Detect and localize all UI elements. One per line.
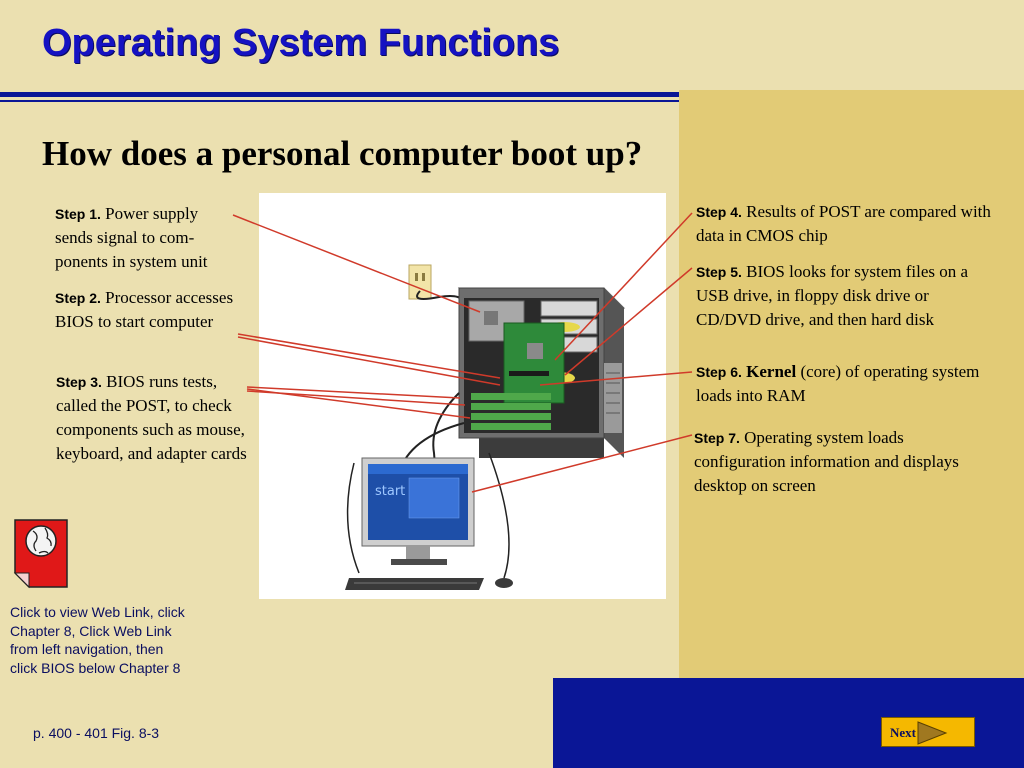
title-rule-thin: [0, 100, 679, 102]
page-reference: p. 400 - 401 Fig. 8-3: [33, 725, 160, 741]
right-accent-band: [679, 90, 1024, 678]
step-4-text: Step 4. Results of POST are compared wit…: [696, 202, 991, 245]
slide-title: Operating System Functions: [42, 22, 560, 64]
wall-outlet-icon: [408, 264, 432, 300]
keyboard-icon: [345, 578, 484, 590]
computer-illustration: start: [345, 264, 626, 590]
arrow-right-icon: [917, 721, 948, 745]
computer-figure: start: [259, 193, 666, 599]
weblink-button[interactable]: [13, 519, 69, 589]
mouse-icon: [495, 578, 513, 588]
next-button[interactable]: Next: [881, 717, 975, 747]
weblink-instructions: Click to view Web Link, click Chapter 8,…: [10, 604, 185, 676]
step-1-text: Step 1. Power supply sends signal to com…: [55, 204, 208, 271]
step-5-text: Step 5. BIOS looks for system files on a…: [696, 262, 969, 329]
slide-subtitle: How does a personal computer boot up?: [42, 134, 643, 173]
monitor-icon: start: [361, 457, 475, 565]
step-7-text: Step 7. Operating system loads configura…: [694, 428, 959, 495]
globe-page-icon[interactable]: [13, 519, 69, 589]
system-unit-icon: [457, 287, 626, 458]
title-rule-thick: [0, 92, 679, 97]
next-button-label: Next: [890, 725, 916, 740]
screen-start-text: start: [375, 484, 405, 499]
step-3-text: Step 3. BIOS runs tests, called the POST…: [56, 372, 247, 463]
step-6-text: Step 6. Kernel (core) of operating syste…: [696, 362, 980, 405]
step-2-text: Step 2. Processor accesses BIOS to start…: [55, 288, 234, 331]
